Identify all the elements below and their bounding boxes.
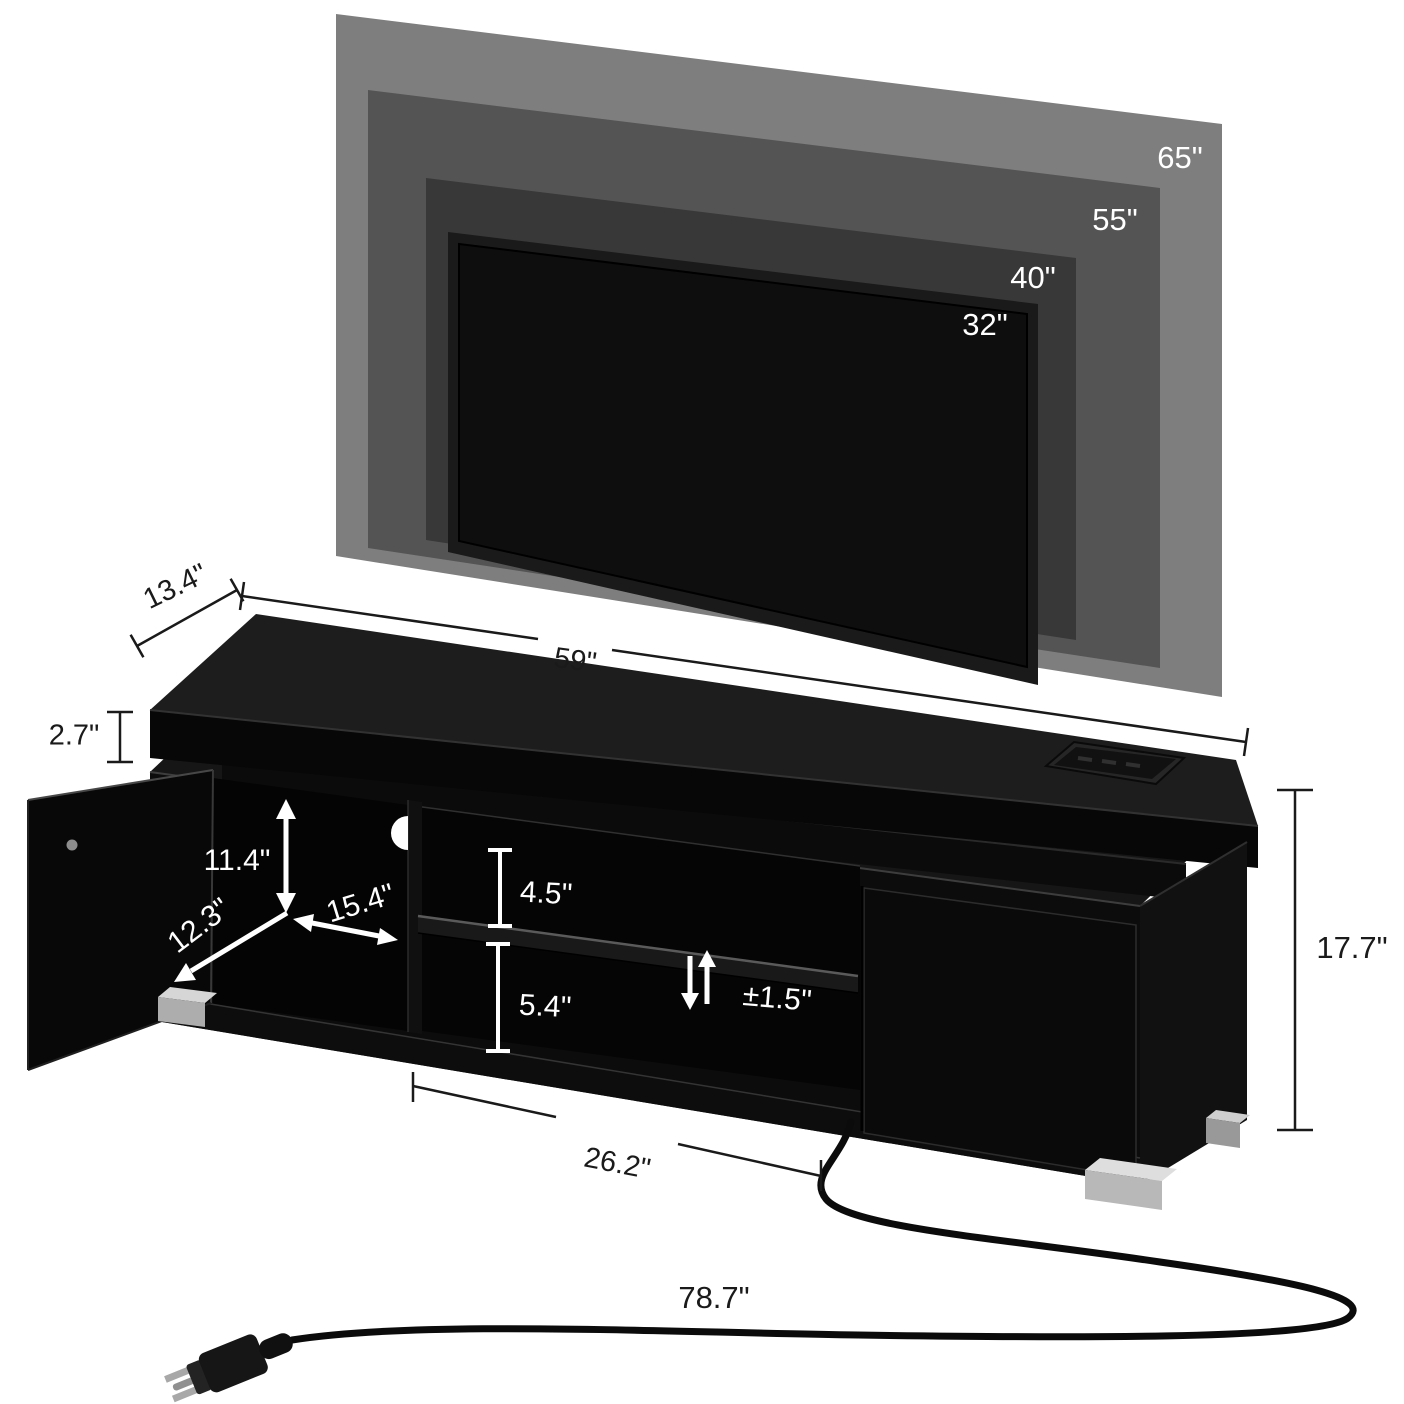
rear-right-foot [1206, 1110, 1250, 1123]
dim-label-top-thickness: 2.7" [49, 720, 100, 752]
dim-line-open-compartment [411, 1072, 823, 1191]
dim-line-top-width [238, 581, 1250, 757]
dim-arrow-inner-width [293, 914, 398, 945]
power-cord [288, 1118, 1357, 1344]
dimension-annotations-light [174, 799, 716, 1053]
dim-line-top-thickness [107, 710, 133, 764]
left-compartment-interior [213, 778, 415, 1032]
right-door [860, 886, 1137, 1179]
dim-label-top-width: 59" [552, 642, 599, 680]
dim-label-inner-height: 11.4" [204, 844, 271, 877]
dim-label-lower-shelf-gap: 5.4" [518, 989, 572, 1025]
dimension-annotations-dark [107, 578, 1313, 1191]
dim-line-upper-shelf-gap [488, 848, 512, 928]
front-right-foot [1085, 1158, 1177, 1181]
dim-arrow-inner-height [276, 799, 296, 913]
shelf-adjust-arrows-icon [681, 950, 716, 1010]
dim-label-shelf-adjust: ±1.5" [741, 979, 812, 1018]
dim-label-upper-shelf-gap: 4.5" [519, 876, 573, 912]
tv-size-label-40: 40" [1010, 260, 1056, 295]
divider-panel [408, 800, 422, 1034]
cable-hole [391, 816, 408, 850]
tv-size-chart: 65" 55" 40" 32" [336, 14, 1222, 697]
power-strip-outlet [1043, 740, 1187, 786]
tv-stand [27, 614, 1357, 1403]
dim-label-overall-height: 17.7" [1316, 930, 1387, 965]
tv-size-label-55: 55" [1092, 202, 1138, 237]
power-plug-icon [164, 1333, 293, 1403]
riser-front [222, 758, 1186, 900]
tv-size-label-65: 65" [1157, 140, 1203, 175]
dim-line-lower-shelf-gap [486, 942, 510, 1053]
stand-feet [158, 987, 1250, 1210]
dim-label-cord-length: 78.7" [678, 1280, 749, 1315]
top-panel-front [150, 710, 1258, 868]
tv-size-label-32: 32" [962, 307, 1008, 342]
front-left-foot [158, 987, 217, 1003]
dim-arrow-inner-depth [174, 910, 289, 982]
dim-label-open-compartment: 26.2" [581, 1142, 653, 1186]
top-panel-top-surface [150, 614, 1258, 826]
dim-line-overall-height [1277, 788, 1313, 1132]
dim-label-top-depth: 13.4" [138, 558, 212, 616]
door-hinge-dot [66, 839, 78, 851]
tv-32-screen [458, 242, 1028, 669]
cabinet-right-side [1140, 842, 1247, 1185]
